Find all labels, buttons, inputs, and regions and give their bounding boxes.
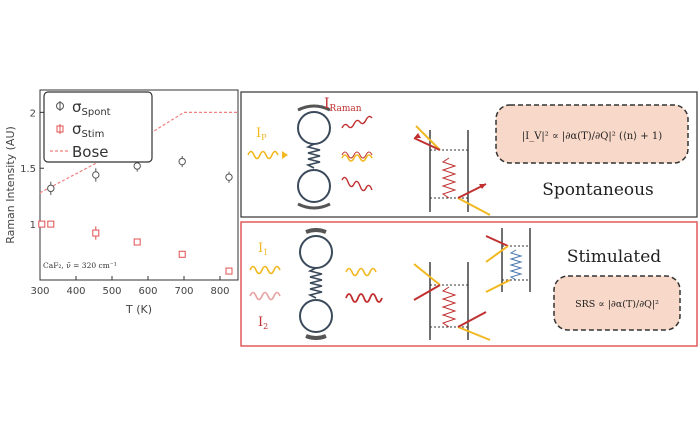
- spont-point: [178, 157, 186, 166]
- svg-text:IP: IP: [256, 126, 267, 142]
- stim-point: [92, 229, 100, 237]
- legend-frame: [43, 91, 153, 163]
- legend: σSpont σStim Bose: [43, 91, 153, 163]
- energy-diagram-spont: [413, 125, 491, 216]
- molecule-stim: [299, 228, 333, 340]
- stokes-label-stim: I: [258, 315, 263, 330]
- y-tick-label: 2: [30, 108, 36, 119]
- x-tick-label: 800: [210, 286, 229, 297]
- vibration-zigzag-stim: [441, 286, 457, 328]
- spont-point: [47, 184, 55, 193]
- legend-item-stim: σStim: [56, 120, 104, 140]
- spontaneous-title: Spontaneous: [542, 180, 654, 200]
- stimulated-title: Stimulated: [567, 247, 661, 267]
- atom-top: [297, 111, 331, 145]
- svg-text:σStim: σStim: [72, 120, 104, 140]
- atom-top-stim: [299, 235, 333, 269]
- stokes-label-stim-sub: 2: [263, 322, 268, 331]
- stim-point: [133, 238, 141, 246]
- stokes-wave-stim: [249, 291, 281, 301]
- pump-label-stim: I: [258, 241, 263, 256]
- x-tick-label: 600: [138, 286, 157, 297]
- x-tick-label: 300: [30, 286, 49, 297]
- spont-point: [92, 171, 100, 179]
- data-points: [38, 155, 233, 275]
- x-tick-label: 400: [66, 286, 85, 297]
- stim-point: [47, 220, 55, 228]
- spring-icon-stim: [307, 267, 323, 299]
- energy-diagram-stim-2: [485, 228, 531, 293]
- x-axis-label: T (K): [125, 303, 152, 316]
- spring-icon: [305, 143, 321, 169]
- sample-annotation: CaF₂, ν̃ = 320 cm⁻¹: [43, 261, 117, 270]
- incident-arrow-spont: [415, 125, 441, 151]
- spont-point: [133, 162, 141, 170]
- raman-label-sub: Raman: [330, 104, 362, 114]
- y-tick-label: 1.5: [20, 164, 36, 175]
- x-axis-ticks: 300 400 500 600 700 800: [30, 276, 230, 297]
- raman-label: I: [324, 96, 330, 112]
- svg-text:σSpont: σSpont: [72, 98, 111, 118]
- atom-bottom: [297, 169, 331, 203]
- stim-point: [38, 220, 46, 228]
- legend-item-bose: Bose: [50, 143, 109, 161]
- pump-label-spont: I: [256, 126, 261, 141]
- molecule-spont: [297, 104, 331, 210]
- legend-label-stim: σ: [72, 120, 82, 138]
- scatter-arrow-spont: [413, 137, 441, 151]
- svg-text:I1: I1: [258, 241, 268, 257]
- spont-point: [225, 173, 233, 181]
- output-wave-pump: [345, 267, 377, 277]
- svg-text:IRaman: IRaman: [324, 96, 362, 114]
- y-tick-label: 1: [30, 220, 36, 231]
- raman-intensity-chart: 1 1.5 2 300 400 500 600 700 800 Raman Intensity…: [4, 89, 239, 316]
- pump-arrow-spont: [282, 151, 288, 159]
- pump-wave-spont: [247, 150, 279, 160]
- legend-label-spont: σ: [72, 98, 82, 116]
- x-tick-label: 700: [174, 286, 193, 297]
- pump-label-stim-sub: 1: [263, 248, 268, 257]
- legend-label-bose: Bose: [72, 143, 109, 161]
- svg-text:I2: I2: [258, 315, 268, 331]
- y-axis-label: Raman Intensity (AU): [4, 126, 17, 244]
- spont-equation-box: [495, 104, 689, 164]
- vibration-zigzag-blue: [509, 249, 523, 281]
- scattered-wave-down: [341, 176, 373, 192]
- stim-equation: SRS ∝ |∂α(T)/∂Q|²: [575, 299, 659, 310]
- spontaneous-panel: IP IRaman: [240, 91, 698, 218]
- legend-label-stim-sub: Stim: [82, 129, 105, 140]
- legend-item-spont: σSpont: [56, 98, 111, 118]
- legend-marker-stim: [56, 125, 64, 133]
- scattered-wave-mid: [341, 154, 373, 162]
- spont-equation: |I_V|² ∝ |∂α(T)/∂Q|² (⟨n⟩ + 1): [522, 131, 662, 142]
- output-wave-stokes: [345, 293, 383, 303]
- stim-point: [178, 250, 186, 258]
- energy-diagram-stim-1: [413, 262, 491, 341]
- stim-point: [225, 267, 233, 275]
- stimulated-panel: I1 I2: [240, 221, 698, 347]
- atom-bottom-stim: [299, 299, 333, 333]
- stim-equation-box: [553, 275, 681, 331]
- incident-arrow-spont-2: [457, 197, 491, 216]
- vibration-zigzag-spont: [441, 157, 457, 199]
- pump-wave-stim: [249, 265, 281, 275]
- x-tick-label: 500: [102, 286, 121, 297]
- pump-label-spont-sub: P: [261, 133, 267, 142]
- plot-area-frame: [39, 89, 239, 281]
- scattered-wave-up: [341, 115, 373, 129]
- scattered-wave-mid-red: [341, 151, 373, 159]
- legend-marker-spont: [56, 102, 64, 110]
- legend-label-spont-sub: Spont: [82, 107, 111, 118]
